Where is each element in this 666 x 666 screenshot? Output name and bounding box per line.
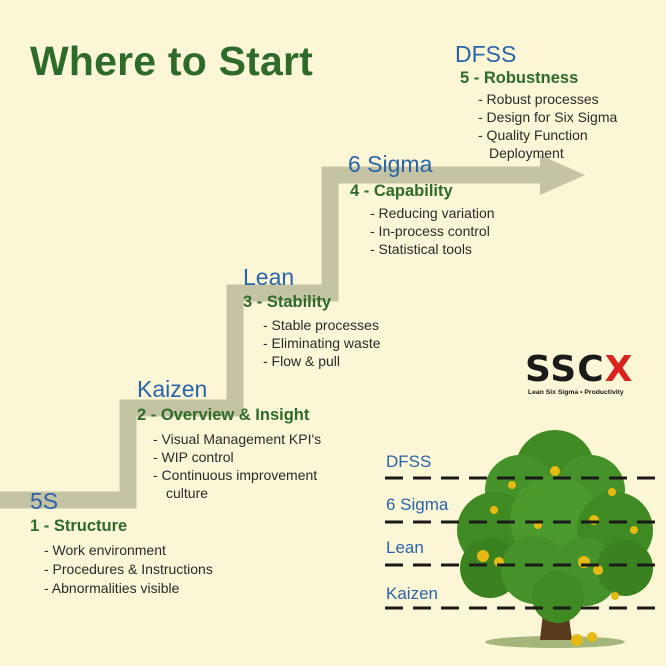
- logo-tagline: Lean Six Sigma • Productivity: [528, 389, 624, 396]
- step-item: - Flow & pull: [263, 353, 341, 369]
- step-name-stability: 3 - Stability: [243, 293, 332, 311]
- step-name-structure: 1 - Structure: [30, 517, 128, 535]
- step-level-5s: 5S: [30, 488, 59, 514]
- step-level-6-sigma: 6 Sigma: [348, 151, 433, 177]
- step-name-capability: 4 - Capability: [350, 182, 453, 200]
- step-item: - WIP control: [153, 449, 234, 465]
- step-item: - Design for Six Sigma: [478, 109, 618, 125]
- page-title: Where to Start: [30, 38, 313, 84]
- tree-label-dfss: DFSS: [386, 452, 432, 471]
- logo: SSCX: [525, 349, 633, 390]
- step-item: Deployment: [489, 145, 564, 161]
- tree-foliage: [457, 430, 653, 623]
- tree-label-kaizen: Kaizen: [386, 584, 438, 603]
- step-item: culture: [166, 485, 209, 501]
- step-item: - In-process control: [370, 223, 490, 239]
- staircase-arrow: [0, 166, 545, 509]
- logo-main: SSC: [525, 349, 605, 390]
- tree-level-lines: [385, 476, 662, 610]
- step-item: - Statistical tools: [370, 241, 472, 257]
- tree-label-lean: Lean: [386, 538, 424, 557]
- step-level-lean: Lean: [243, 264, 295, 290]
- step-item: - Robust processes: [478, 91, 599, 107]
- step-level-dfss: DFSS: [455, 41, 517, 67]
- step-item: - Visual Management KPI's: [153, 431, 322, 447]
- arrow-head: [540, 155, 585, 195]
- step-item: - Reducing variation: [370, 205, 495, 221]
- step-item: - Eliminating waste: [263, 335, 381, 351]
- step-name-overview-insight: 2 - Overview & Insight: [137, 406, 310, 424]
- step-level-kaizen: Kaizen: [137, 376, 208, 402]
- step-item: - Quality Function: [478, 127, 588, 143]
- step-item: - Procedures & Instructions: [44, 561, 213, 577]
- tree-label-6-sigma: 6 Sigma: [386, 495, 449, 514]
- step-item: - Abnormalities visible: [44, 580, 180, 596]
- step-item: - Work environment: [44, 542, 166, 558]
- step-item: - Stable processes: [263, 317, 379, 333]
- logo-accent: X: [604, 349, 634, 390]
- step-item: - Continuous improvement: [153, 467, 318, 483]
- step-name-robustness: 5 - Robustness: [460, 69, 579, 87]
